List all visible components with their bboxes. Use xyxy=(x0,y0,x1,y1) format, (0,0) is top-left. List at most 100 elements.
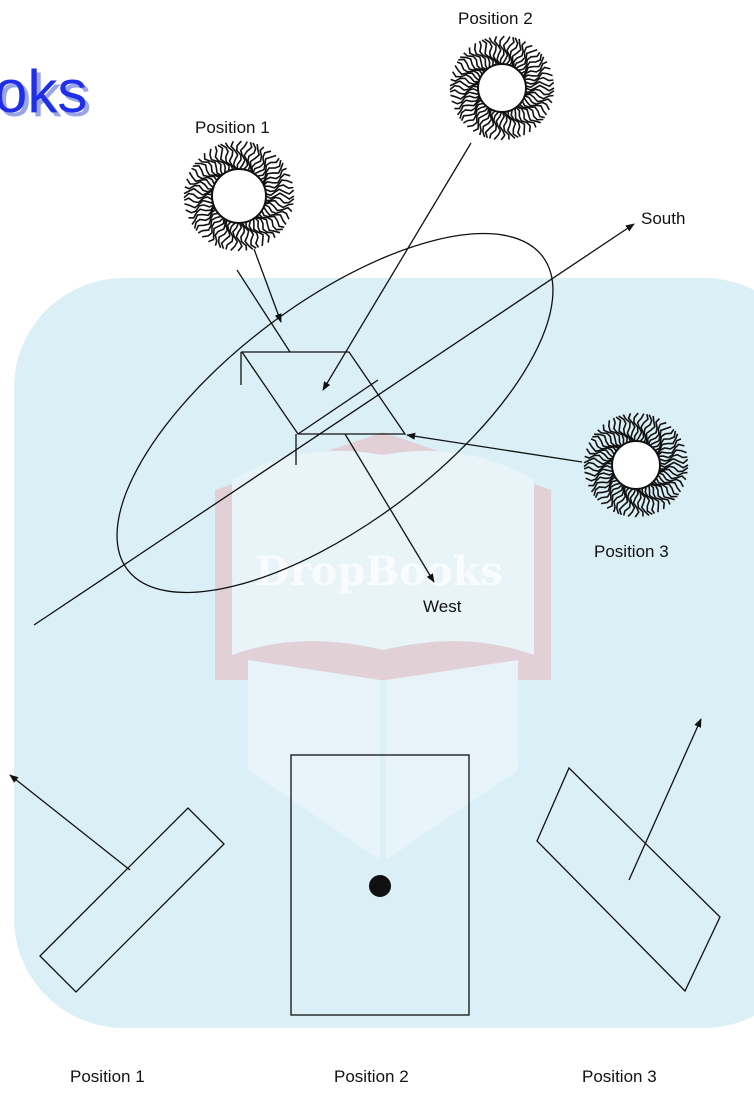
panel-1-normal-arrow xyxy=(9,774,131,871)
sun-ray xyxy=(264,199,294,209)
sun-ray xyxy=(583,464,613,472)
sun-disk xyxy=(477,63,527,113)
sun-ray xyxy=(183,187,213,196)
sun-ray xyxy=(612,417,625,445)
sun-ray xyxy=(652,428,675,449)
sun-ray xyxy=(524,93,553,104)
sun-ray xyxy=(201,217,224,238)
panel-3-normal-arrow xyxy=(628,718,702,881)
sun-ray xyxy=(585,472,614,482)
sun-ray xyxy=(197,215,222,234)
sun-ray xyxy=(188,205,215,219)
sun-ray xyxy=(516,106,537,128)
sun-ray xyxy=(450,77,479,86)
sun-ray xyxy=(247,142,257,171)
sun-ray xyxy=(241,222,254,250)
sun-ray xyxy=(590,438,615,456)
sun-ray xyxy=(498,111,506,141)
sun-ray xyxy=(655,477,679,496)
sun-ray xyxy=(484,110,496,139)
sun-ray xyxy=(639,414,649,442)
axis-segment-inner xyxy=(297,379,379,435)
sun-icon-position-1 xyxy=(183,140,295,252)
sun-ray xyxy=(632,488,640,518)
sun-ray xyxy=(525,84,555,92)
sun-ray xyxy=(230,222,240,251)
sun-ray xyxy=(261,162,284,184)
sun-ray xyxy=(454,65,480,82)
sun-ray xyxy=(657,474,682,493)
sun-ray xyxy=(501,36,511,65)
sun-label-position-3: Position 3 xyxy=(594,542,669,561)
sun-ray xyxy=(224,142,237,170)
sun-ray xyxy=(510,109,522,138)
panel-2-center-dot xyxy=(369,875,391,897)
west-arrow xyxy=(344,433,435,583)
sun-ray xyxy=(235,140,242,170)
sun-ray xyxy=(263,173,291,186)
sun-ray xyxy=(651,482,675,501)
sun-ray xyxy=(658,468,688,477)
sun-ray xyxy=(214,218,227,246)
sun-ray xyxy=(585,448,613,460)
sun-ray xyxy=(454,96,481,110)
sun-ray xyxy=(191,206,215,225)
sun-ray xyxy=(524,95,550,111)
sun-ray xyxy=(518,51,541,72)
sun-ray xyxy=(214,146,227,174)
sun-ray xyxy=(507,111,519,139)
sun-ray xyxy=(513,44,533,68)
sun-disk xyxy=(611,440,661,490)
sun-ray xyxy=(647,421,667,445)
sun-ray xyxy=(191,167,216,185)
bottom-label-position-1: Position 1 xyxy=(70,1067,145,1086)
panel-position-1 xyxy=(39,807,225,993)
sun-ray xyxy=(584,468,614,477)
sun-ray xyxy=(638,488,650,516)
sun-ray xyxy=(590,474,615,493)
sun-ray xyxy=(478,40,491,68)
sun-ray xyxy=(225,222,236,250)
sun-icon-position-2 xyxy=(449,35,555,141)
sun-ray xyxy=(659,461,689,469)
ray-from-position-3 xyxy=(406,432,583,463)
bottom-label-position-3: Position 3 xyxy=(582,1067,657,1086)
sun-ray xyxy=(650,483,671,505)
sun-disk xyxy=(211,168,267,224)
sun-ray xyxy=(515,106,532,133)
watermark-book-icon xyxy=(215,432,551,860)
sun-ray xyxy=(517,105,541,124)
sun-ray xyxy=(645,415,656,444)
sun-ray xyxy=(644,486,656,515)
sun-label-position-2: Position 2 xyxy=(458,9,533,28)
sun-ray xyxy=(450,91,480,100)
sun-ray xyxy=(627,413,636,442)
sun-ray xyxy=(193,208,217,229)
sun-ray xyxy=(185,204,214,214)
watermark-text: DropBooks xyxy=(255,548,503,595)
sun-ray xyxy=(245,222,257,249)
sun-ray xyxy=(521,100,545,119)
sun-ray xyxy=(511,38,522,67)
sun-ray xyxy=(659,457,689,466)
sun-ray xyxy=(203,153,222,177)
sun-ray xyxy=(635,413,645,442)
sun-ray xyxy=(468,47,487,71)
sun-ray xyxy=(451,71,479,83)
sun-ray xyxy=(583,457,613,465)
sun-ray xyxy=(451,95,480,105)
sun-ray xyxy=(217,219,229,249)
sun-ray xyxy=(463,105,487,124)
sun-ray xyxy=(622,488,634,516)
sun-ray xyxy=(264,184,294,193)
ray-from-position-1-a xyxy=(236,269,291,353)
sun-ray xyxy=(606,484,624,509)
sun-ray xyxy=(230,140,239,170)
sun-ray xyxy=(520,53,543,75)
sun-icon-position-3 xyxy=(583,412,689,518)
sun-ray xyxy=(188,171,214,189)
sun-ray xyxy=(597,482,621,501)
sun-ray xyxy=(456,61,481,79)
sun-label-position-1: Position 1 xyxy=(195,118,270,137)
sun-ray xyxy=(615,416,628,443)
